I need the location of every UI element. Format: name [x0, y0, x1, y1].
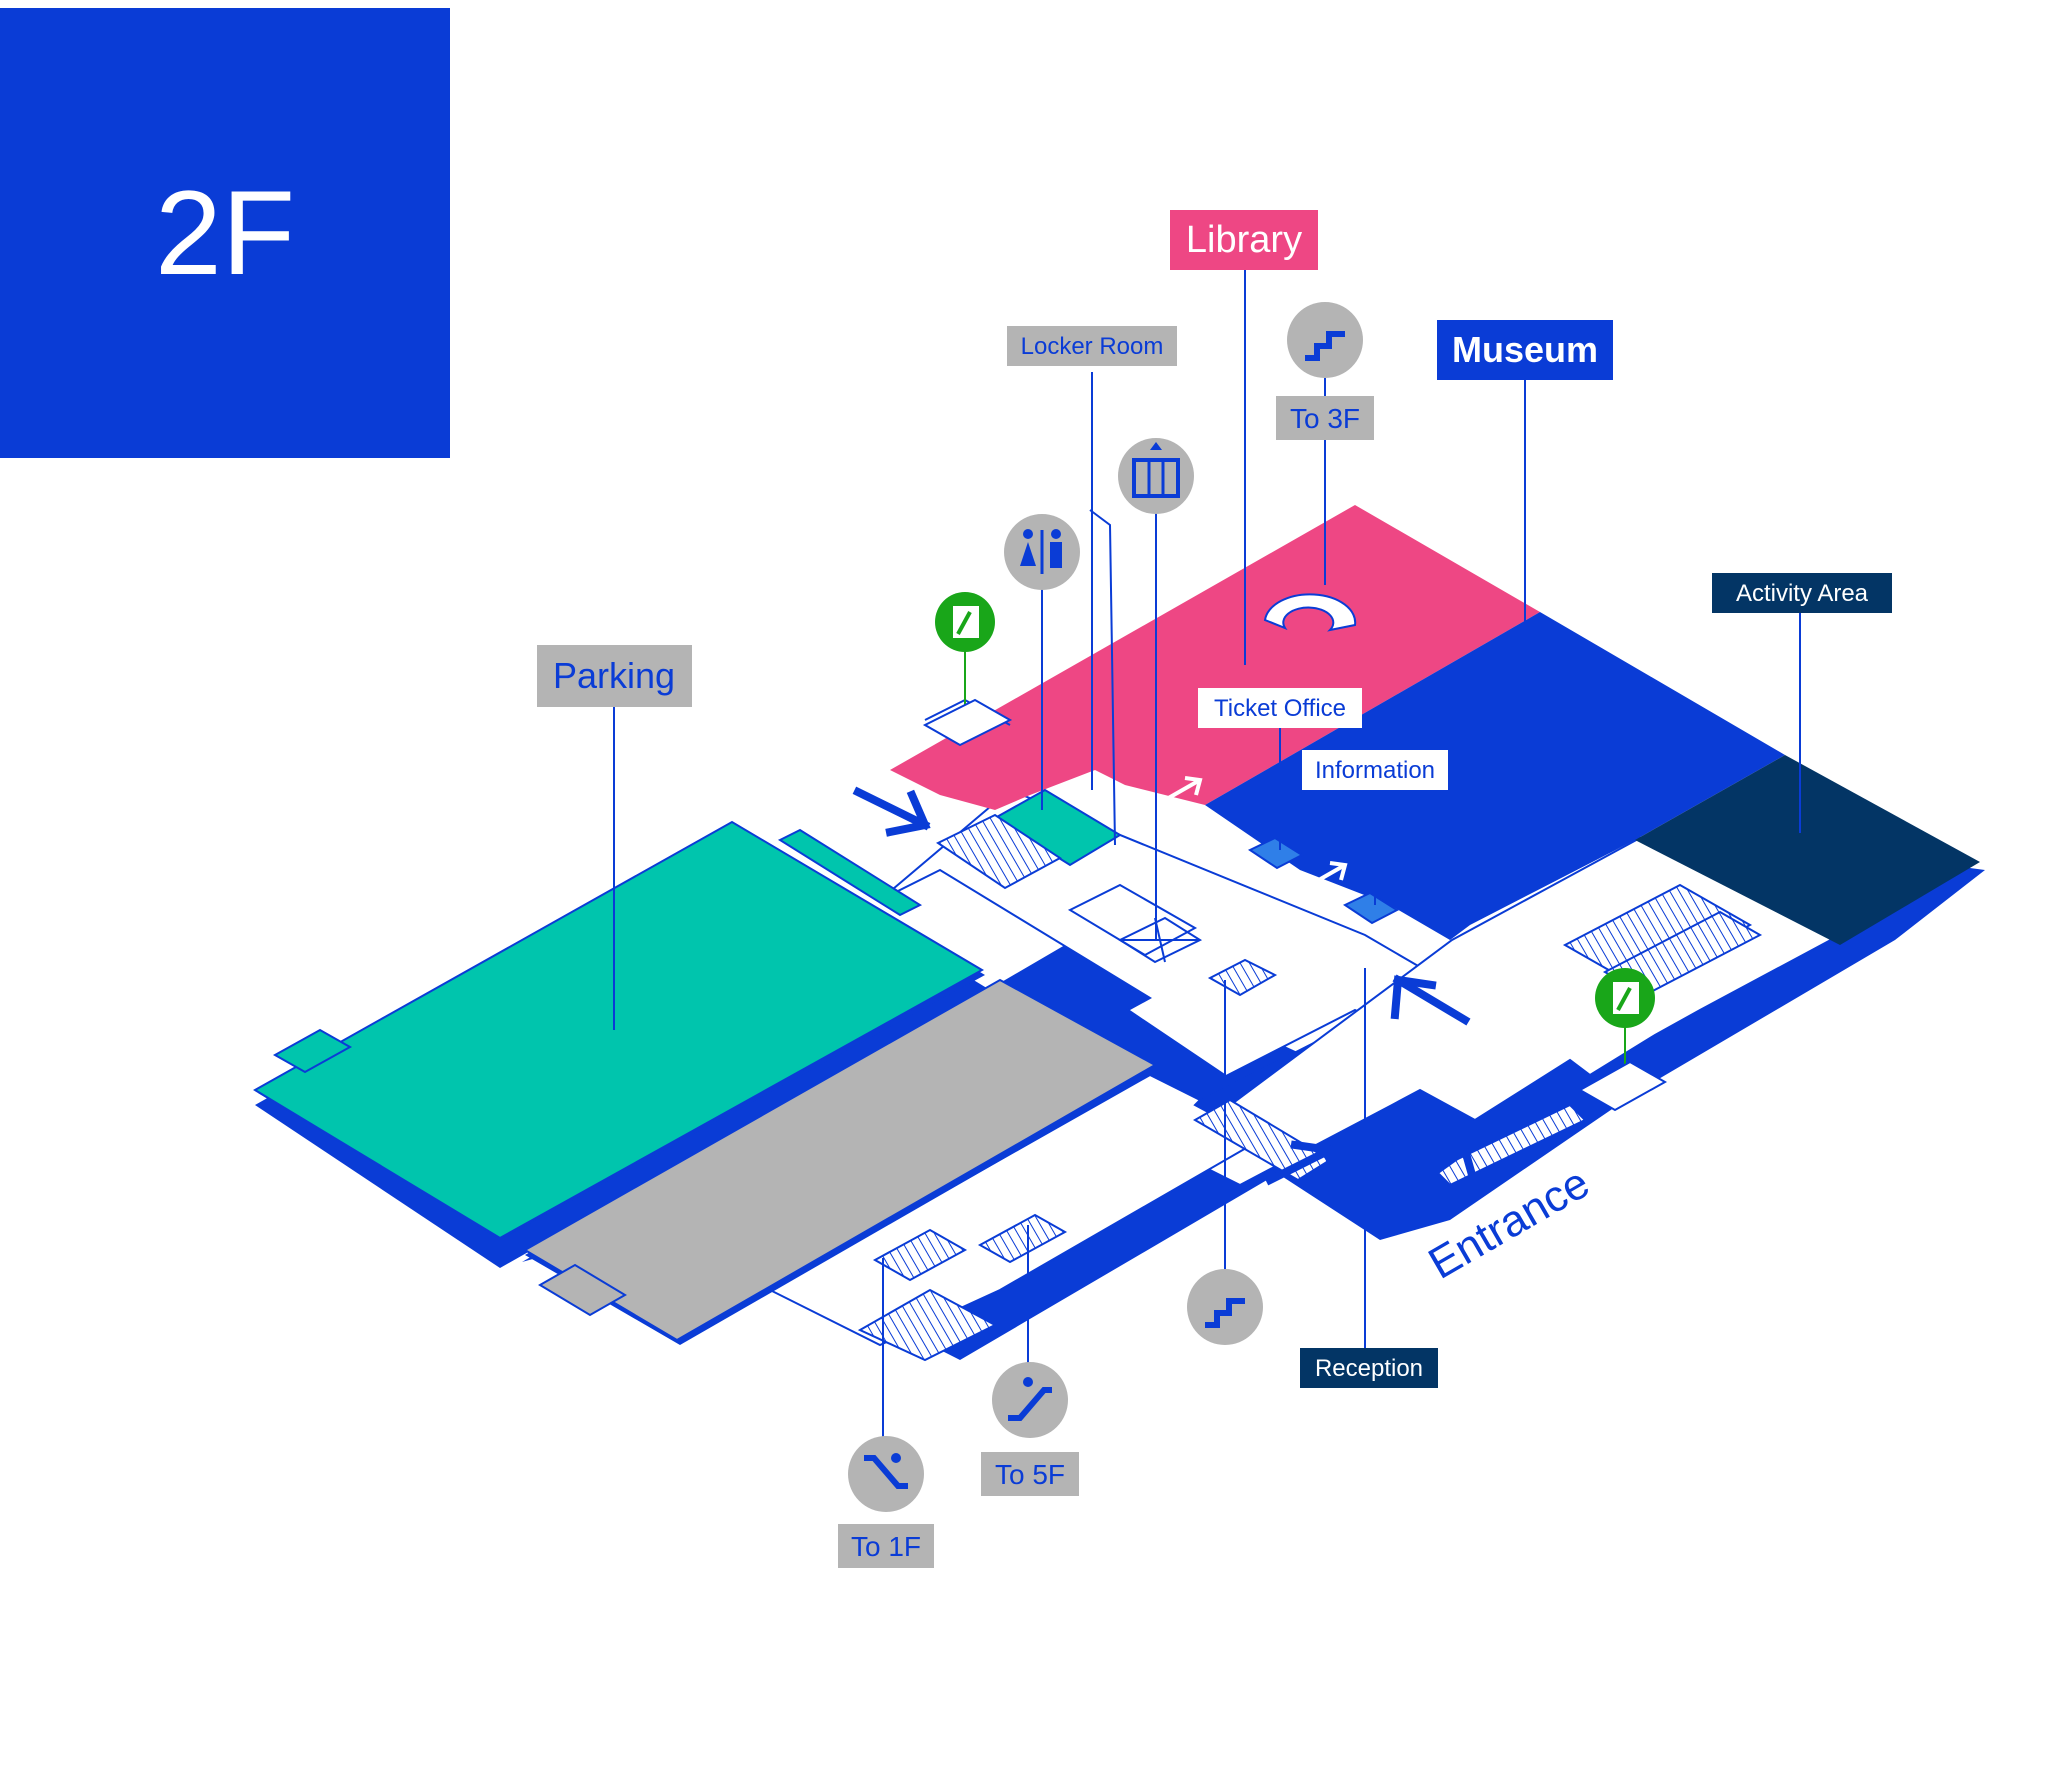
- to-5f-label: To 5F: [981, 1452, 1079, 1496]
- floor-badge: 2F: [0, 8, 450, 458]
- parking-teal-block: [253, 820, 985, 1240]
- museum-label-text: Museum: [1452, 329, 1598, 370]
- ticket-office-counter: [1247, 836, 1305, 870]
- activity-area-label-text: Activity Area: [1736, 580, 1869, 607]
- to-3f-label: To 3F: [1276, 396, 1374, 440]
- restroom-icon: [1004, 514, 1080, 590]
- emergency-exit-icon: [1595, 968, 1655, 1028]
- emergency-exit-icon: [935, 592, 995, 652]
- library-label-text: Library: [1186, 219, 1302, 261]
- parking-label-text: Parking: [553, 655, 675, 696]
- leader-lines: [613, 268, 1801, 1438]
- direction-arrows: [852, 786, 1477, 1186]
- spiral-stair: [1263, 593, 1357, 632]
- exit-door-right: [1577, 1060, 1668, 1112]
- to-1f-label: To 1F: [838, 1524, 934, 1568]
- locker-room-label-text: Locker Room: [1021, 333, 1164, 360]
- to-5f-label-text: To 5F: [995, 1459, 1065, 1490]
- to-3f-label-text: To 3F: [1290, 403, 1360, 434]
- escalator-down-icon: [848, 1436, 924, 1512]
- library-area: [890, 505, 1540, 810]
- museum-area: [1205, 612, 1785, 940]
- stairs-icon: [1187, 1269, 1263, 1345]
- library-label: Library: [1170, 210, 1318, 270]
- activity-area-label: Activity Area: [1712, 573, 1892, 613]
- escalator-up-icon: [992, 1362, 1068, 1438]
- to-1f-label-text: To 1F: [851, 1531, 921, 1562]
- floor-label: 2F: [154, 166, 296, 300]
- parking-gray-block: [523, 978, 1158, 1345]
- reception-label: Reception: [1300, 1348, 1438, 1388]
- elevator-icon: [1118, 438, 1194, 514]
- locker-room-label: Locker Room: [1007, 326, 1177, 366]
- ticket-office-label-text: Ticket Office: [1214, 695, 1346, 722]
- exit-door-left: [922, 698, 1013, 747]
- parking-label: Parking: [537, 645, 692, 707]
- ticket-office-label: Ticket Office: [1198, 688, 1362, 728]
- information-label: Information: [1302, 750, 1448, 790]
- information-label-text: Information: [1315, 757, 1435, 784]
- reception-label-text: Reception: [1315, 1355, 1423, 1382]
- white-arrows: [1164, 776, 1348, 887]
- stairs-icon: [1287, 302, 1363, 378]
- activity-area: [1635, 755, 1980, 945]
- museum-label: Museum: [1437, 320, 1613, 380]
- information-counter: [1342, 891, 1400, 925]
